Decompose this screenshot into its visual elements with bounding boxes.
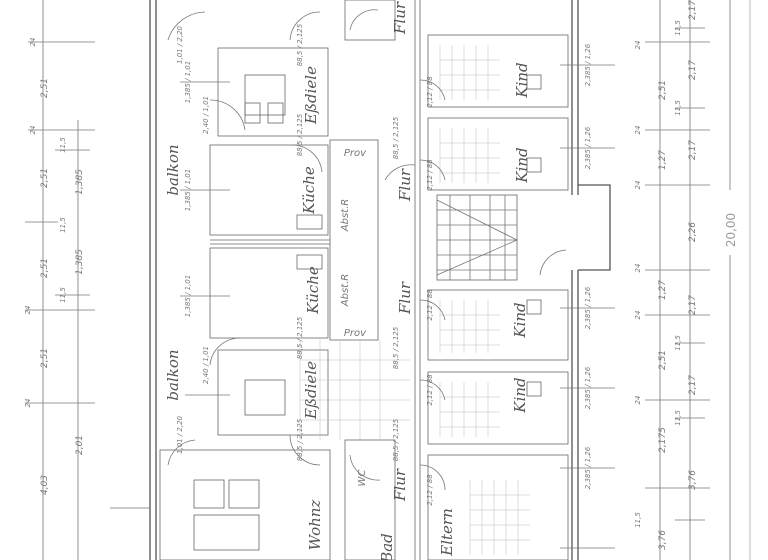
room-label-kind: Kind xyxy=(511,377,529,413)
room-label-flur: Flur xyxy=(391,1,409,35)
room-label-flur: Flur xyxy=(396,168,414,202)
room-label-prov: Prov xyxy=(344,148,367,159)
dim-label: 3,76 xyxy=(688,470,698,490)
dim-label: 4,03 xyxy=(40,475,50,495)
dim-label: 2,17 xyxy=(688,0,698,20)
dim-label: 11,5 xyxy=(674,100,682,116)
dim-label: 11,5 xyxy=(674,20,682,36)
dim-label: 11,5 xyxy=(59,287,67,303)
staircase xyxy=(436,194,518,281)
dim-label: 2,17 xyxy=(688,295,698,315)
opening-label: 2,12 / 88 xyxy=(426,289,434,321)
room-label-prov: Prov xyxy=(344,328,367,339)
room-label-kueche: Küche xyxy=(300,166,318,215)
room-labels: balkon balkon Eßdiele Eßdiele Küche Küch… xyxy=(164,1,531,560)
room-label-bad: Bad xyxy=(378,533,396,560)
opening-label: 1,385 / 1,01 xyxy=(184,275,192,317)
tile-grid xyxy=(299,45,530,555)
dim-label: 24 xyxy=(24,306,32,315)
opening-label: 88,5 / 2,125 xyxy=(296,418,304,461)
dim-label: 1,27 xyxy=(658,150,668,170)
dim-label: 2,01 xyxy=(75,435,85,455)
opening-label: 88,5 / 2,125 xyxy=(296,23,304,66)
opening-label: 1,385 / 1,01 xyxy=(184,61,192,103)
room-label-essdiele: Eßdiele xyxy=(302,361,320,420)
dim-label: 11,5 xyxy=(674,410,682,426)
dim-label: 24 xyxy=(29,38,37,47)
dim-label: 2,17 xyxy=(688,140,698,160)
opening-label: 88,5 / 2,125 xyxy=(392,326,400,369)
opening-label: 2,385 / 1,26 xyxy=(584,126,592,169)
dim-label: 24 xyxy=(634,41,642,50)
room-label-flur: Flur xyxy=(391,468,409,502)
dimension-lines xyxy=(25,0,731,560)
dim-label: 24 xyxy=(634,311,642,320)
room-label-wc: WC xyxy=(357,470,368,487)
opening-label: 88,5 / 2,125 xyxy=(296,316,304,359)
dim-label: 2,51 xyxy=(40,348,50,368)
outer-walls xyxy=(149,0,611,560)
opening-label: 1,385 / 1,01 xyxy=(184,169,192,211)
dim-label: 2,17 xyxy=(688,375,698,395)
opening-label: 2,12 / 88 xyxy=(426,474,434,506)
dim-total: 20,00 xyxy=(724,213,738,247)
dim-label: 24 xyxy=(634,264,642,273)
furniture xyxy=(193,74,542,551)
dim-label: 2,51 xyxy=(658,350,668,370)
opening-label: 2,385 / 1,26 xyxy=(584,43,592,86)
opening-annotations: 2,385 / 1,26 2,385 / 1,26 2,385 / 1,26 2… xyxy=(176,23,592,505)
room-label-abst: Abst.R xyxy=(340,274,351,307)
room-label-wohnz: Wohnz xyxy=(306,500,324,551)
room-label-balkon: balkon xyxy=(164,349,182,400)
opening-label: 2,40 / 1,01 xyxy=(202,346,210,384)
dim-label: 2,17 xyxy=(688,60,698,80)
dim-label: 1,385 xyxy=(75,169,85,195)
room-label-abst: Abst.R xyxy=(340,199,351,232)
dim-label: 3,76 xyxy=(658,530,668,550)
opening-label: 2,385 / 1,26 xyxy=(584,366,592,409)
opening-label: 1,01 / 2,20 xyxy=(176,415,184,454)
dim-label: 2,51 xyxy=(40,78,50,98)
opening-label: 88,5 / 2,125 xyxy=(392,116,400,159)
dim-label: 1,385 xyxy=(75,249,85,275)
opening-label: 1,01 / 2,20 xyxy=(176,25,184,64)
room-label-kind: Kind xyxy=(513,62,531,98)
door-swings xyxy=(167,9,567,491)
room-label-eltern: Eltern xyxy=(438,508,456,556)
opening-label: 2,12 / 88 xyxy=(426,159,434,191)
opening-label: 2,385 / 1,26 xyxy=(584,446,592,489)
opening-label: 2,385 / 1,26 xyxy=(584,286,592,329)
opening-label: 88,5 / 2,125 xyxy=(392,418,400,461)
opening-label: 88,5 / 2,125 xyxy=(296,113,304,156)
room-label-flur: Flur xyxy=(396,281,414,315)
dim-label: 24 xyxy=(634,396,642,405)
room-label-kueche: Küche xyxy=(304,266,322,315)
dim-label: 11,5 xyxy=(674,335,682,351)
opening-label: 2,12 / 88 xyxy=(426,374,434,406)
room-label-kind: Kind xyxy=(513,147,531,183)
dim-label: 24 xyxy=(29,126,37,135)
room-label-balkon: balkon xyxy=(164,144,182,195)
opening-label: 2,40 / 1,01 xyxy=(202,96,210,134)
dim-label: 11,5 xyxy=(634,512,642,528)
dim-label: 1,27 xyxy=(658,280,668,300)
dim-label: 24 xyxy=(634,126,642,135)
dim-label: 2,51 xyxy=(40,168,50,188)
room-label-essdiele: Eßdiele xyxy=(302,66,320,125)
dim-label: 2,175 xyxy=(658,427,668,453)
dim-label: 24 xyxy=(634,181,642,190)
interior-walls xyxy=(159,0,569,560)
dim-label: 2,51 xyxy=(40,258,50,278)
dim-label: 11,5 xyxy=(59,137,67,153)
dim-label: 2,51 xyxy=(658,80,668,100)
dimensions-right: 20,00 2,51 1,27 1,27 2,51 2,175 3,76 2,1… xyxy=(634,0,738,550)
dim-label: 11,5 xyxy=(59,217,67,233)
opening-label: 2,12 / 88 xyxy=(426,76,434,108)
dim-label: 2,26 xyxy=(688,222,698,242)
dimensions-left: 2,51 2,51 2,51 2,51 4,03 1,385 1,385 2,0… xyxy=(24,38,85,495)
room-label-kind: Kind xyxy=(511,302,529,338)
dim-label: 24 xyxy=(24,399,32,408)
